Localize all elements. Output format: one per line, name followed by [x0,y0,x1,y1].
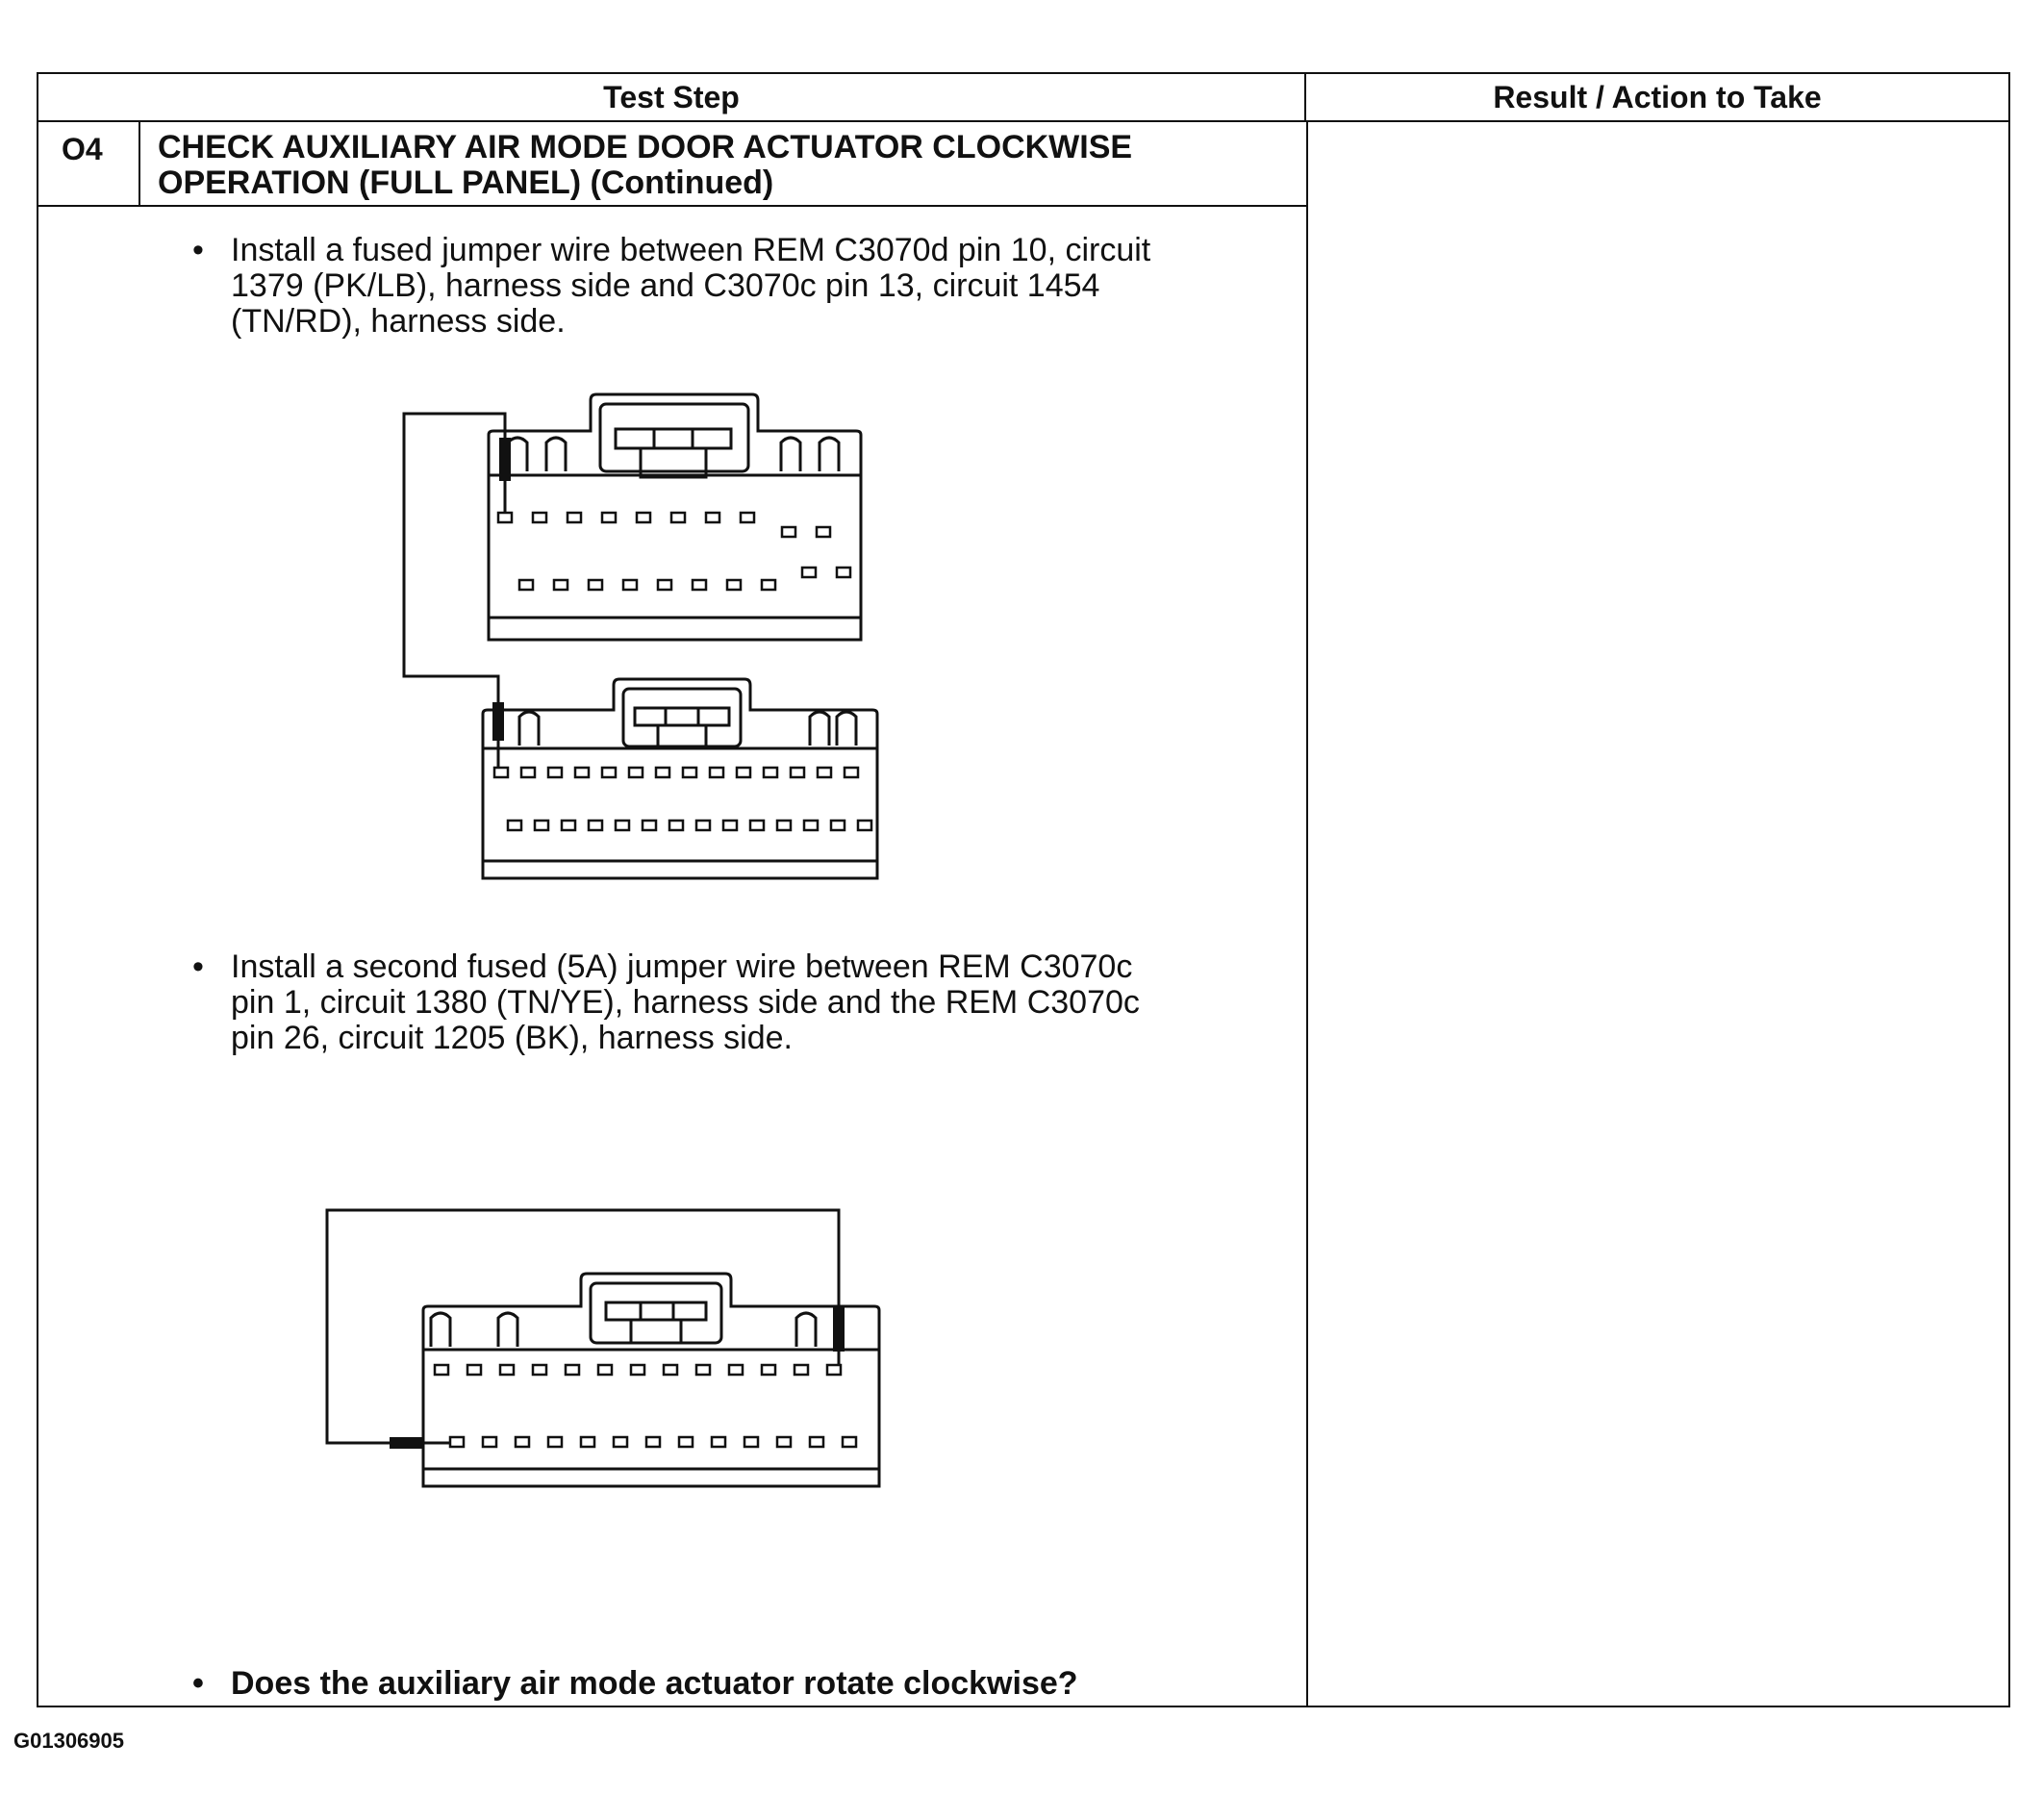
step-title: CHECK AUXILIARY AIR MODE DOOR ACTUATOR C… [140,122,1306,207]
test-step-table: Test Step Result / Action to Take O4 CHE… [37,72,2010,1707]
header-result-action: Result / Action to Take [1306,74,2008,122]
step-number: O4 [38,122,140,207]
connector-c3070d-illustration [487,392,863,642]
bullet-1-line-2: 1379 (PK/LB), harness side and C3070c pi… [231,267,1100,304]
bullet-1-line-3: (TN/RD), harness side. [231,303,566,340]
bullet-dot: • [192,232,204,268]
connector-c3070c-illustration [481,677,879,880]
bullet-2-line-2: pin 1, circuit 1380 (TN/YE), harness sid… [231,984,1140,1021]
step-title-line-1: CHECK AUXILIARY AIR MODE DOOR ACTUATOR C… [158,129,1133,165]
jumper-diagram-2 [325,1208,881,1488]
column-divider [1306,120,1308,1707]
bullet-2-line-3: pin 26, circuit 1205 (BK), harness side. [231,1020,793,1056]
jumper-wire-1 [402,412,507,768]
bullet-dot: • [192,1665,204,1702]
probe-tip-icon [833,1306,845,1352]
question-text: Does the auxiliary air mode actuator rot… [231,1665,1078,1702]
figure-code: G01306905 [13,1729,124,1753]
probe-tip-icon [499,438,511,481]
probe-tip-icon [492,702,504,741]
step-title-line-2: OPERATION (FULL PANEL) (Continued) [158,164,774,201]
bullet-dot: • [192,948,204,985]
header-test-step: Test Step [38,74,1306,122]
probe-tip-icon [390,1437,423,1449]
bullet-2-line-1: Install a second fused (5A) jumper wire … [231,948,1133,985]
bullet-1-line-1: Install a fused jumper wire between REM … [231,232,1151,268]
